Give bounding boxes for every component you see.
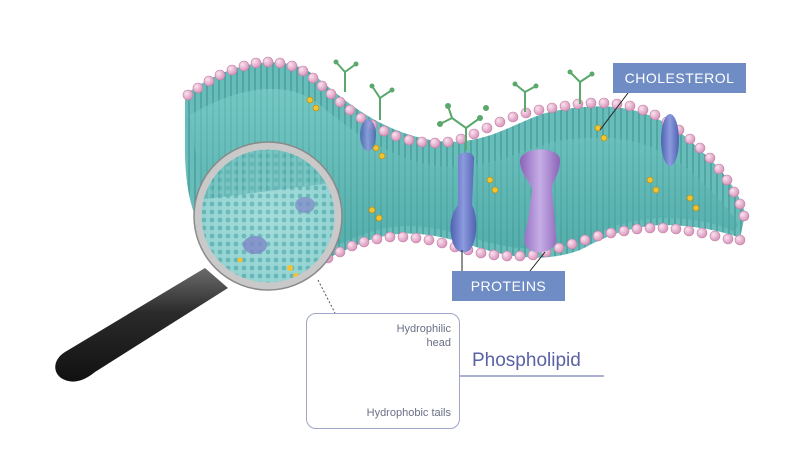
glycan-beads <box>333 59 595 127</box>
magnifying-glass-icon <box>55 141 343 382</box>
hydrophilic-head-label: Hydrophilic head <box>396 323 451 349</box>
protein-blue-1 <box>450 152 477 253</box>
phospholipid-title: Phospholipid <box>472 350 581 371</box>
protein-purple <box>520 149 560 253</box>
hydrophobic-tails-label: Hydrophobic tails <box>366 407 451 419</box>
proteins-label: PROTEINS <box>452 271 565 301</box>
cholesterol-label: CHOLESTEROL <box>613 63 746 93</box>
protein-blue-2 <box>661 114 679 166</box>
phospholipid-inset: Hydrophilic head Hydrophobic tails <box>306 313 460 429</box>
inset-connector <box>317 279 336 314</box>
cholesterol-molecules <box>306 96 700 222</box>
proteins-leader-right <box>529 251 546 272</box>
protein-blue-3 <box>360 119 376 151</box>
cholesterol-leader <box>599 92 629 131</box>
